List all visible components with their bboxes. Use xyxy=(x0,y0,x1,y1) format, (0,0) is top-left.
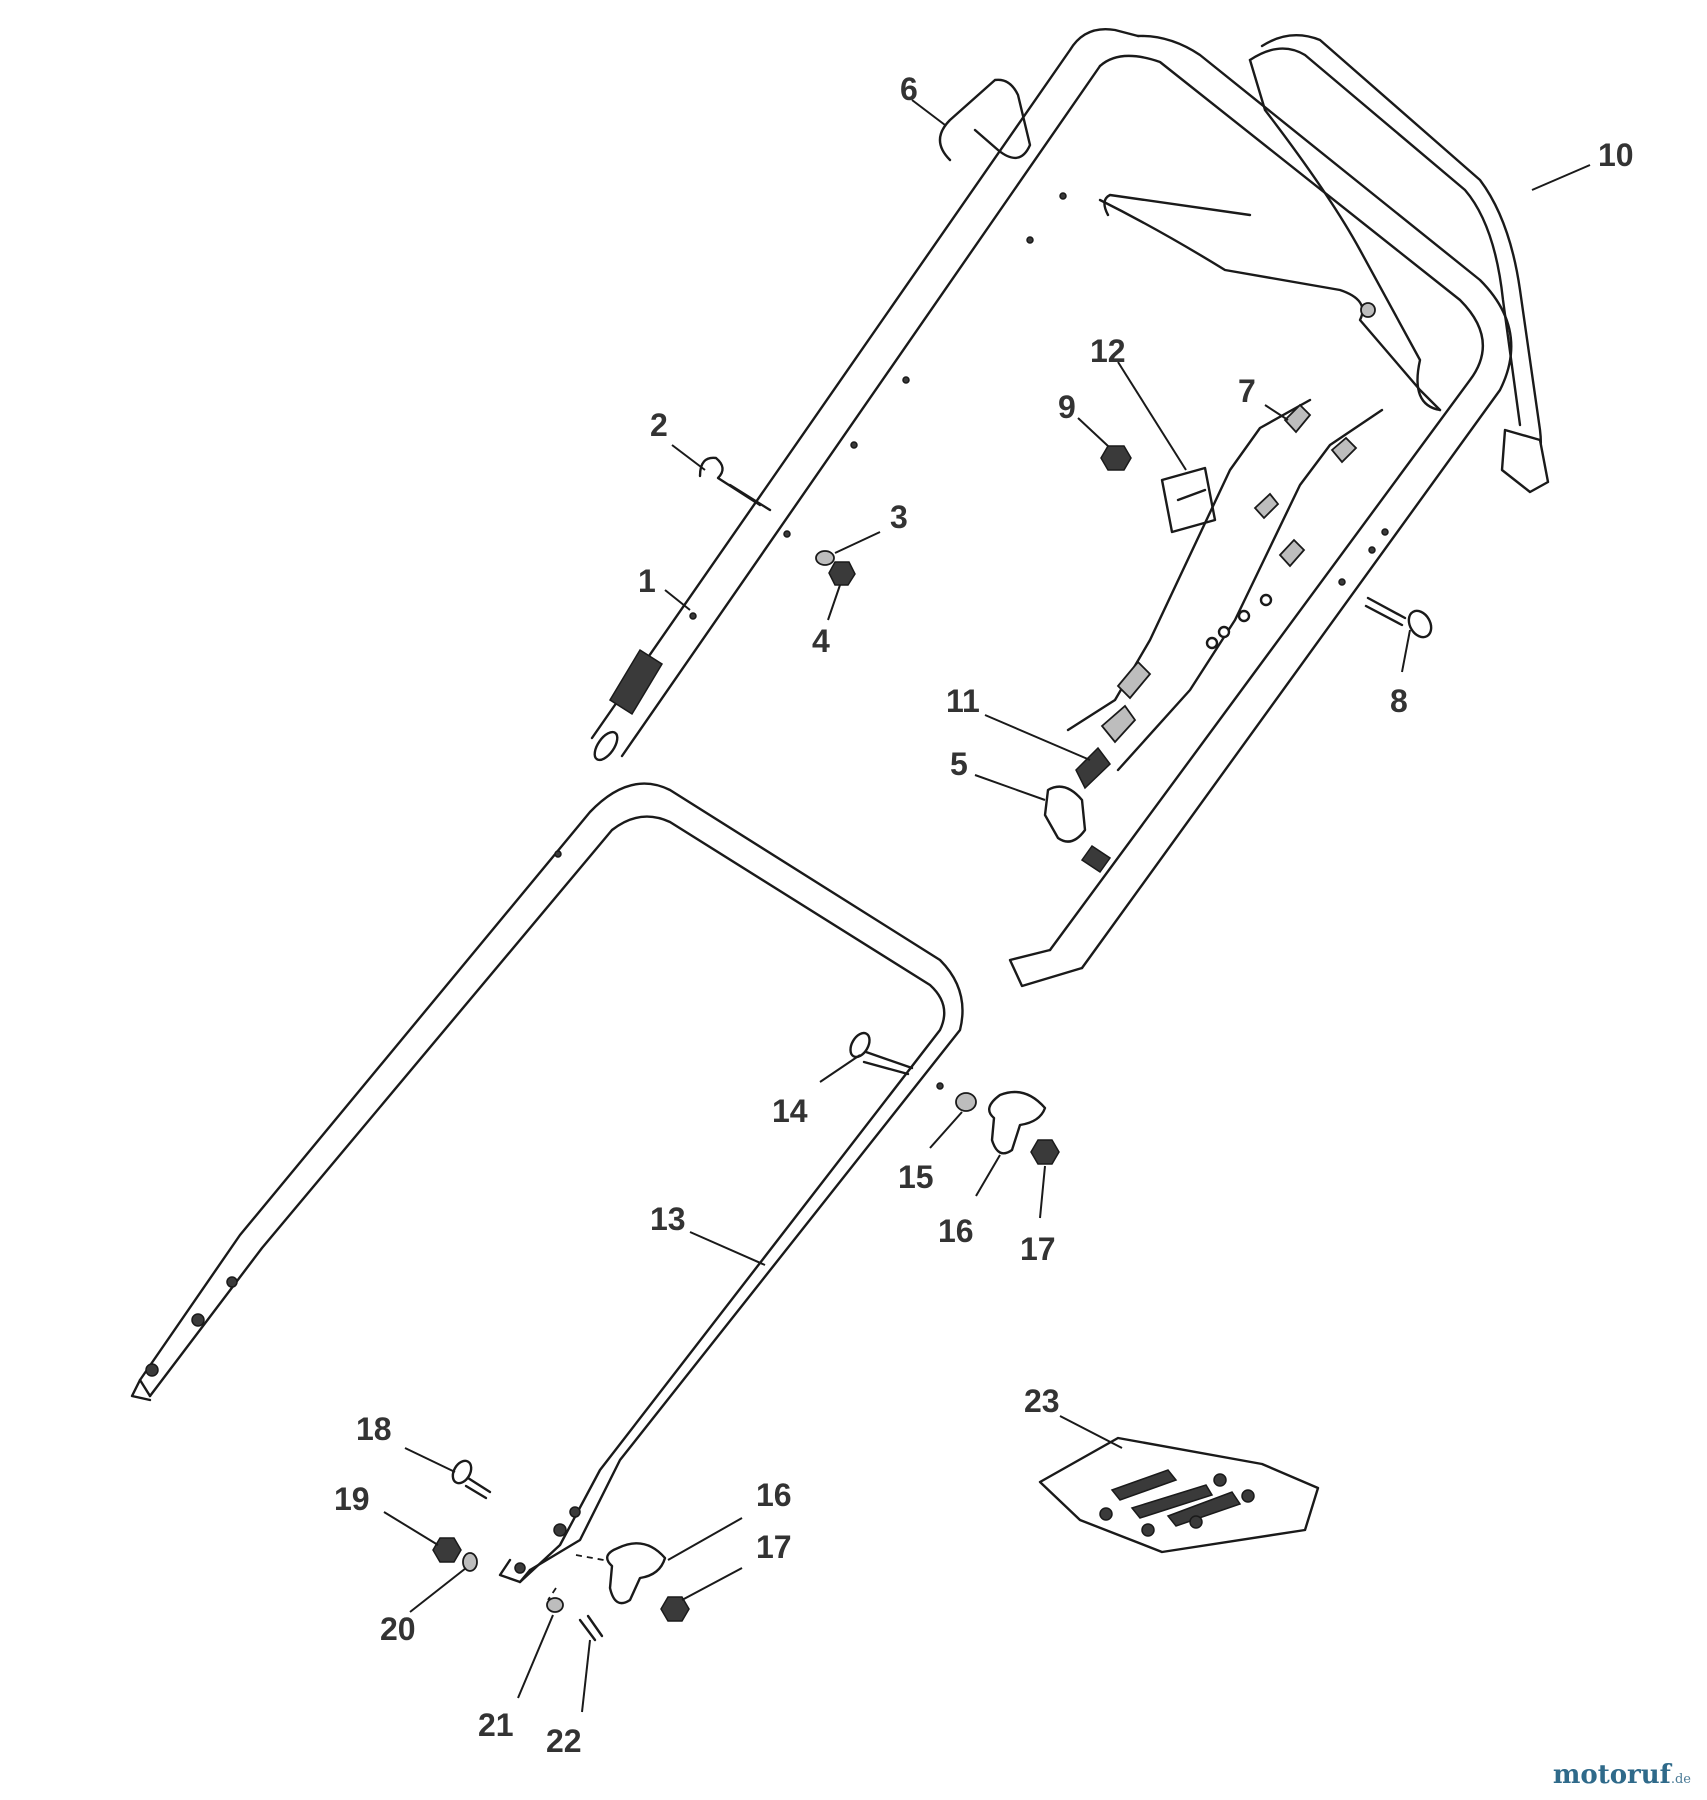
upper-handle xyxy=(590,28,1513,988)
callout-20: 20 xyxy=(380,1611,416,1647)
cable-tie-part-12 xyxy=(1160,466,1217,534)
callout-15: 15 xyxy=(898,1159,934,1195)
knob-part-16-upper xyxy=(988,1090,1047,1155)
callout-16: 16 xyxy=(938,1213,974,1249)
washer-part-15 xyxy=(955,1092,977,1112)
callout-3: 3 xyxy=(890,499,908,535)
nut-part-4 xyxy=(828,561,856,586)
callout-10: 10 xyxy=(1598,137,1634,173)
bail-bar-part-10 xyxy=(1098,34,1550,494)
cable-clip-part-5 xyxy=(1043,785,1087,843)
callout-labels: 1 2 3 4 5 6 7 8 9 10 11 12 13 14 15 16 1… xyxy=(334,71,1634,1759)
callout-17-lower: 17 xyxy=(756,1529,792,1565)
nut-part-19 xyxy=(432,1537,462,1563)
bolt-part-8 xyxy=(1364,596,1433,639)
bolt-part-22 xyxy=(578,1614,604,1642)
nut-part-9 xyxy=(1100,445,1132,471)
callout-4: 4 xyxy=(812,623,830,659)
callout-13: 13 xyxy=(650,1201,686,1237)
callout-14: 14 xyxy=(772,1093,808,1129)
callout-1: 1 xyxy=(638,563,656,599)
control-cables-part-7-11 xyxy=(1066,398,1384,790)
lower-handle-part-13 xyxy=(130,782,964,1584)
callout-9: 9 xyxy=(1058,389,1076,425)
callout-11: 11 xyxy=(946,683,980,719)
watermark-logo: motoruf.de xyxy=(1553,1760,1691,1790)
watermark-domain: .de xyxy=(1670,1772,1691,1787)
callout-2: 2 xyxy=(650,407,668,443)
callout-7: 7 xyxy=(1238,373,1256,409)
leader-lines xyxy=(383,99,1591,1713)
bolt-part-18 xyxy=(451,1459,492,1500)
cable-clip-part-6 xyxy=(938,78,1032,162)
callout-22: 22 xyxy=(546,1723,582,1759)
cable-hook-part-2 xyxy=(698,456,772,512)
washer-part-20 xyxy=(462,1552,478,1572)
callout-23: 23 xyxy=(1024,1383,1060,1419)
watermark-text: motoruf xyxy=(1552,1760,1671,1790)
callout-16-lower: 16 xyxy=(756,1477,792,1513)
callout-19: 19 xyxy=(334,1481,370,1517)
washer-part-21 xyxy=(546,1597,564,1613)
callout-17: 17 xyxy=(1020,1231,1056,1267)
nut-part-17-lower xyxy=(660,1596,690,1622)
washer-part-3 xyxy=(815,550,835,566)
knob-part-16-lower xyxy=(606,1542,667,1605)
callout-6: 6 xyxy=(900,71,918,107)
callout-21: 21 xyxy=(478,1707,514,1743)
callout-8: 8 xyxy=(1390,683,1408,719)
callout-12: 12 xyxy=(1090,333,1126,369)
callout-5: 5 xyxy=(950,746,968,782)
callout-18: 18 xyxy=(356,1411,392,1447)
nut-part-17-upper xyxy=(1030,1139,1060,1165)
bolt-part-14 xyxy=(849,1031,914,1076)
hardware-bag-part-23 xyxy=(1038,1436,1320,1554)
